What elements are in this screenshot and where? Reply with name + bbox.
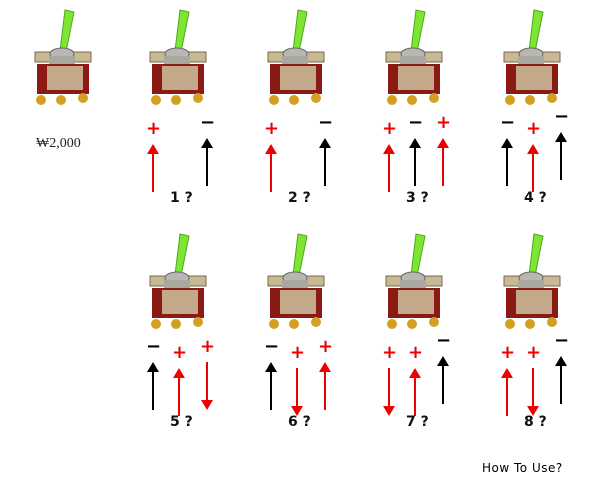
arrow-up-icon	[201, 138, 213, 186]
positive-terminal-sign: +	[318, 336, 334, 357]
negative-terminal-sign: −	[146, 336, 162, 357]
negative-terminal-sign: −	[318, 112, 334, 133]
configuration-label: 7 ?	[406, 414, 429, 430]
arrow-up-icon	[173, 368, 185, 416]
arrow-up-icon	[409, 138, 421, 186]
arrow-up-icon	[555, 356, 567, 404]
negative-terminal-sign: −	[436, 330, 452, 351]
arrow-down-icon	[201, 362, 213, 410]
toggle-switch-image	[496, 232, 568, 332]
negative-terminal-sign: −	[200, 112, 216, 133]
configuration-label: 2 ?	[288, 190, 311, 206]
positive-terminal-sign: +	[146, 118, 162, 139]
configuration-label: 4 ?	[524, 190, 547, 206]
how-to-use-link[interactable]: How To Use?	[482, 461, 563, 475]
configuration-label: 8 ?	[524, 414, 547, 430]
arrow-up-icon	[319, 138, 331, 186]
positive-terminal-sign: +	[500, 342, 516, 363]
positive-terminal-sign: +	[526, 342, 542, 363]
positive-terminal-sign: +	[264, 118, 280, 139]
arrow-up-icon	[147, 362, 159, 410]
arrow-up-icon	[501, 138, 513, 186]
arrow-up-icon	[383, 144, 395, 192]
arrow-up-icon	[437, 356, 449, 404]
toggle-switch-image	[496, 8, 568, 108]
configuration-label: 5 ?	[170, 414, 193, 430]
negative-terminal-sign: −	[264, 336, 280, 357]
arrow-down-icon	[291, 368, 303, 416]
toggle-switch-image	[378, 232, 450, 332]
negative-terminal-sign: −	[554, 106, 570, 127]
configuration-label: 1 ?	[170, 190, 193, 206]
positive-terminal-sign: +	[172, 342, 188, 363]
arrow-up-icon	[501, 368, 513, 416]
positive-terminal-sign: +	[382, 342, 398, 363]
configuration-label: 3 ?	[406, 190, 429, 206]
positive-terminal-sign: +	[408, 342, 424, 363]
arrow-up-icon	[265, 362, 277, 410]
toggle-switch-product-image	[27, 8, 99, 108]
negative-terminal-sign: −	[554, 330, 570, 351]
positive-terminal-sign: +	[200, 336, 216, 357]
arrow-down-icon	[527, 368, 539, 416]
toggle-switch-image	[142, 8, 214, 108]
positive-terminal-sign: +	[526, 118, 542, 139]
positive-terminal-sign: +	[290, 342, 306, 363]
toggle-switch-image	[142, 232, 214, 332]
configuration-label: 6 ?	[288, 414, 311, 430]
positive-terminal-sign: +	[382, 118, 398, 139]
toggle-switch-image	[260, 8, 332, 108]
toggle-switch-image	[378, 8, 450, 108]
arrow-up-icon	[527, 144, 539, 192]
arrow-up-icon	[555, 132, 567, 180]
negative-terminal-sign: −	[500, 112, 516, 133]
toggle-switch-image	[260, 232, 332, 332]
arrow-up-icon	[265, 144, 277, 192]
negative-terminal-sign: −	[408, 112, 424, 133]
positive-terminal-sign: +	[436, 112, 452, 133]
arrow-up-icon	[409, 368, 421, 416]
arrow-up-icon	[437, 138, 449, 186]
arrow-up-icon	[147, 144, 159, 192]
arrow-down-icon	[383, 368, 395, 416]
price-label: ₩2,000	[36, 136, 81, 151]
arrow-up-icon	[319, 362, 331, 410]
